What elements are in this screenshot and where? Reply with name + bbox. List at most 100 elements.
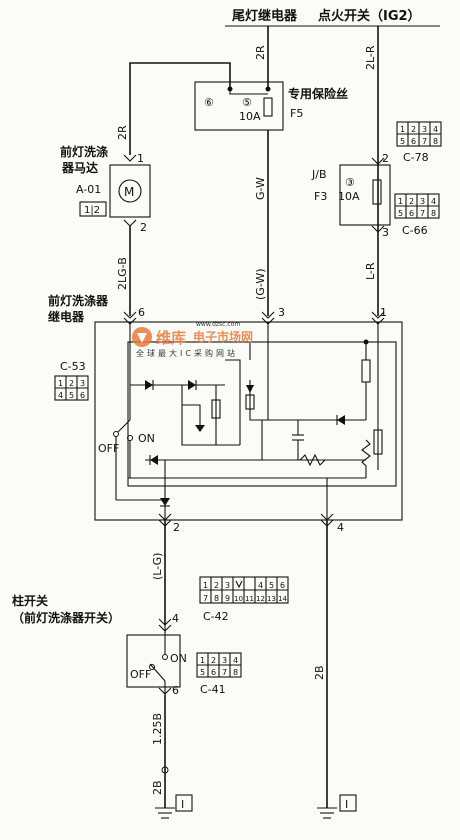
cs-lever xyxy=(149,663,166,682)
c53-top: 2 xyxy=(69,379,74,388)
motor-m: M xyxy=(124,185,134,199)
c66-top: 4 xyxy=(431,197,436,206)
connector-c53: 1 2 3 4 5 6 xyxy=(54,375,89,401)
wire-2r-left xyxy=(129,62,231,155)
c78-top: 1 xyxy=(400,125,405,134)
motor-title-2: 器马达 xyxy=(61,160,98,175)
c53-top: 1 xyxy=(58,379,63,388)
relay-pin-2: 2 xyxy=(173,521,180,534)
ground-right-tag xyxy=(339,794,357,812)
c41-top: 4 xyxy=(233,656,238,665)
c66-bottom: 8 xyxy=(431,209,436,218)
f3-jb: J/B xyxy=(311,168,327,181)
ground-left-label: I xyxy=(181,798,184,811)
c41-bottom: 8 xyxy=(233,668,238,677)
c42-bottom: 12 xyxy=(256,595,265,603)
connector-c66: 1 2 3 4 5 6 7 8 C-66 xyxy=(394,193,440,237)
wire-label-2b-left: 2B xyxy=(151,780,164,795)
c78-bottom: 8 xyxy=(433,137,438,146)
wire-label-125b: 1.25B xyxy=(151,713,164,745)
cs-on: ON xyxy=(170,652,187,665)
motor-title-1: 前灯洗涤 xyxy=(60,144,108,159)
f3-fuse-element xyxy=(372,179,382,205)
column-switch-box xyxy=(126,634,181,688)
f5-fuse-element xyxy=(263,97,273,117)
c78-bottom: 6 xyxy=(411,137,416,146)
wire-label-2l-r-top: 2L-R xyxy=(364,45,377,70)
wire-label-2b-right: 2B xyxy=(313,665,326,680)
c42-bottom: 11 xyxy=(245,595,254,603)
c66-top: 2 xyxy=(409,197,414,206)
wire-label-2r-top: 2R xyxy=(254,45,267,60)
ground-right-label: I xyxy=(345,798,348,811)
connector-c41: 1 2 3 4 5 6 7 8 C-41 xyxy=(196,652,242,696)
f5-id: F5 xyxy=(290,107,303,120)
motor-plug-label: 1|2 xyxy=(84,205,100,216)
ground-right xyxy=(317,807,337,819)
c42-bottom: 8 xyxy=(214,594,219,603)
motor-pin-bottom-arrow xyxy=(123,219,137,227)
column-switch-title-1: 柱开关 xyxy=(12,593,48,608)
wire-label-2lg-b: 2LG-B xyxy=(116,257,129,290)
f5-title: 专用保险丝 xyxy=(288,86,348,101)
ignition-switch-label: 点火开关（IG2） xyxy=(318,8,421,24)
watermark-url: www.dzsc.com xyxy=(196,321,240,328)
c78-label: C-78 xyxy=(403,151,429,164)
relay-pin-6: 6 xyxy=(138,306,145,319)
c66-label: C-66 xyxy=(402,224,428,237)
c41-top: 1 xyxy=(200,656,205,665)
relay-off: OFF xyxy=(98,442,119,455)
cs-on-contact xyxy=(162,654,168,660)
c42-top: 4 xyxy=(258,581,263,590)
fuse-f3-box xyxy=(339,164,391,226)
c78-bottom: 7 xyxy=(422,137,427,146)
c66-bottom: 6 xyxy=(409,209,414,218)
tail-relay-label: 尾灯继电器 xyxy=(232,8,298,24)
c78-top: 2 xyxy=(411,125,416,134)
c41-bottom: 7 xyxy=(222,668,227,677)
ground-left xyxy=(155,766,175,819)
f5-amp: 10A xyxy=(239,110,261,123)
motor-pin-bottom: 2 xyxy=(140,221,147,234)
c42-top: 1 xyxy=(203,581,208,590)
c41-top: 2 xyxy=(211,656,216,665)
motor-box xyxy=(109,164,151,218)
c66-top: 1 xyxy=(398,197,403,206)
c41-bottom: 6 xyxy=(211,668,216,677)
cs-pin-bottom-arrow xyxy=(158,687,172,695)
c42-bottom: 7 xyxy=(203,594,208,603)
column-switch-title-2: （前灯洗涤器开关） xyxy=(12,610,120,625)
relay-on: ON xyxy=(138,432,155,445)
watermark-brand: 维库 xyxy=(156,329,186,347)
motor-plug xyxy=(79,201,107,217)
f3-id: F3 xyxy=(314,190,327,203)
relay-inner-box xyxy=(127,341,397,487)
f3-pin-bottom: 3 xyxy=(382,226,389,239)
f3-pin-bottom-arrow xyxy=(371,225,385,233)
c42-top: 2 xyxy=(214,581,219,590)
motor-pin-top: 1 xyxy=(137,152,144,165)
cs-pin-top-arrow xyxy=(158,618,172,632)
c42-top: 3 xyxy=(225,581,230,590)
cs-off: OFF xyxy=(130,668,151,681)
ground-left-tag xyxy=(175,794,193,812)
watermark-site: 电子市场网 xyxy=(193,329,253,344)
c42-bottom: 10 xyxy=(234,595,243,603)
c42-bottom: 9 xyxy=(225,594,230,603)
f5-pin-a: ⑥ xyxy=(204,96,214,109)
c42-bottom: 13 xyxy=(267,595,276,603)
motor-code: A-01 xyxy=(76,183,101,196)
wire-label-g-w: G-W xyxy=(254,177,267,200)
wire-label-l-g: (L-G) xyxy=(151,553,164,580)
relay-outer-box xyxy=(94,321,403,521)
fuse-f5-box xyxy=(194,81,284,131)
c78-top: 4 xyxy=(433,125,438,134)
relay-pin-3: 3 xyxy=(278,306,285,319)
watermark-slogan: 全球最大IC采购网站 xyxy=(136,348,238,358)
c66-bottom: 5 xyxy=(398,209,403,218)
motor-pin-top-arrow xyxy=(123,154,137,162)
c53-label: C-53 xyxy=(60,360,86,373)
c53-bottom: 6 xyxy=(80,391,85,400)
